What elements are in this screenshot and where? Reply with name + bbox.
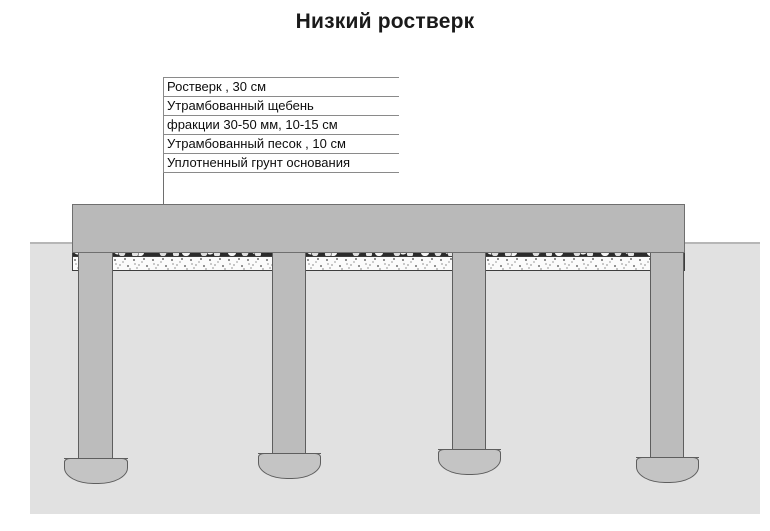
callout-left-rule (163, 77, 164, 173)
page-title: Низкий ростверк (295, 10, 475, 33)
layer-seam (113, 256, 272, 257)
pile-4-shaft (650, 253, 684, 459)
pile-1-shaft (78, 253, 113, 460)
layer-seam (73, 256, 78, 257)
callout-row: Утрамбованный щебень (163, 96, 399, 115)
layer-seam (486, 256, 650, 257)
pile-3-shaft (452, 253, 486, 451)
pile-1-base-bulb (64, 458, 128, 484)
layer-seam (306, 256, 452, 257)
grillage-beam (72, 204, 685, 253)
sand-layer (486, 257, 650, 270)
callout-row-label: фракции 30-50 мм, 10-15 см (167, 117, 338, 132)
callout-row: Утрамбованный песок , 10 см (163, 134, 399, 153)
callout-row-label: Утрамбованный щебень (167, 98, 314, 113)
callout-row-label: Ростверк , 30 см (167, 79, 267, 94)
pile-2-shaft (272, 253, 306, 455)
pile-4-base-bulb (636, 457, 699, 483)
callout-legend: Ростверк , 30 см Утрамбованный щебень фрак… (163, 77, 399, 173)
callout-row-label: Утрамбованный песок , 10 см (167, 136, 346, 151)
sand-layer (113, 257, 272, 270)
callout-row: Ростверк , 30 см (163, 77, 399, 96)
pile-2-base-bulb (258, 453, 321, 479)
sand-layer (73, 257, 78, 270)
callout-row-label: Уплотненный грунт основания (167, 155, 351, 170)
callout-row: Уплотненный грунт основания (163, 153, 399, 173)
pile-3-base-bulb (438, 449, 501, 475)
callout-row: фракции 30-50 мм, 10-15 см (163, 115, 399, 134)
sand-layer (306, 257, 452, 270)
